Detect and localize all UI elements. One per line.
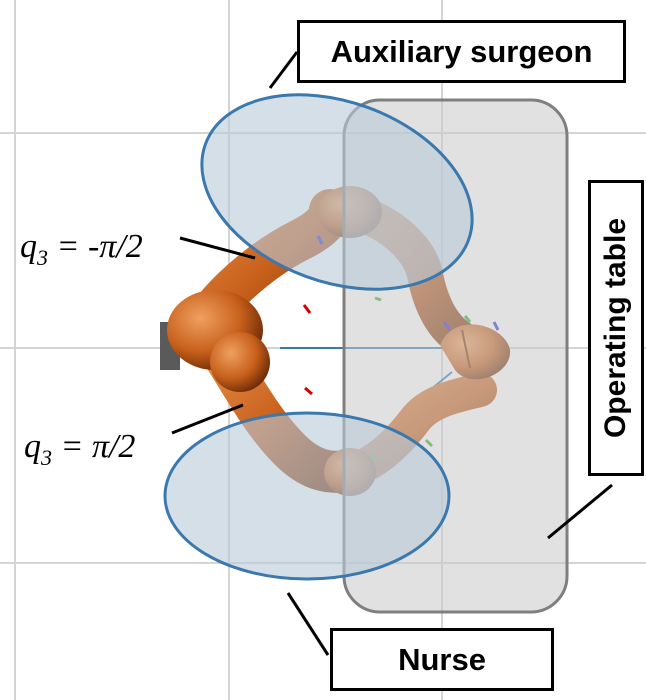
joint-value: = π/2 (52, 428, 135, 465)
joint-subscript: 3 (41, 445, 52, 470)
joint-symbol: q (20, 228, 37, 265)
joint-label-lower: q3 = π/2 (24, 428, 135, 471)
joint-subscript: 3 (37, 245, 48, 270)
auxiliary-surgeon-label: Auxiliary surgeon (297, 20, 626, 83)
auxiliary-surgeon-text: Auxiliary surgeon (331, 34, 593, 70)
joint-label-upper: q3 = -π/2 (20, 228, 143, 271)
aux-leader-line (270, 52, 297, 88)
nurse-zone (165, 413, 449, 579)
joint-symbol: q (24, 428, 41, 465)
operating-table-text: Operating table (599, 218, 633, 438)
joint-value: = -π/2 (48, 228, 143, 265)
nurse-leader-line (288, 593, 328, 655)
operating-table-label: Operating table (588, 180, 644, 476)
nurse-text: Nurse (398, 642, 486, 678)
nurse-label: Nurse (330, 628, 554, 691)
